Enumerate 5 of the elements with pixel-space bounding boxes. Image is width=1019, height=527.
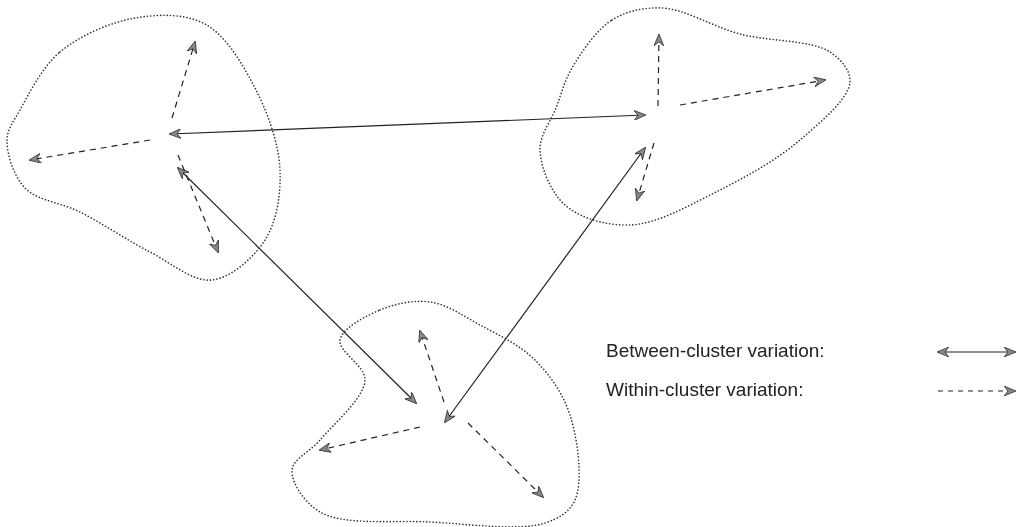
legend-label: Between-cluster variation: bbox=[606, 340, 825, 362]
double-arrow bbox=[168, 110, 647, 139]
double-arrow bbox=[444, 146, 646, 424]
double-arrow bbox=[176, 166, 418, 405]
legend-label: Within-cluster variation: bbox=[606, 379, 804, 401]
